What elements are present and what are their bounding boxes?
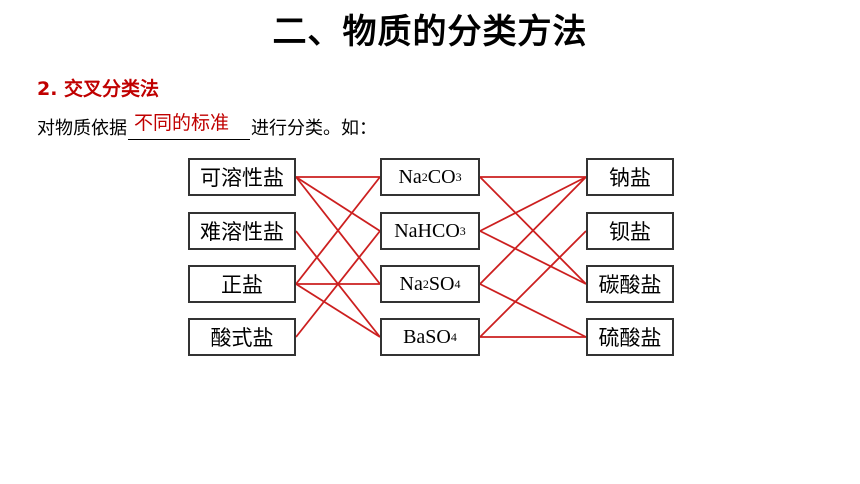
link-middle-2-right-3	[479, 283, 587, 338]
answer-blank: 不同的标准	[128, 112, 250, 140]
sentence-before: 对物质依据	[37, 118, 127, 139]
right-box-sodium-salt: 钠盐	[586, 158, 674, 196]
link-left-2-middle-3	[295, 283, 381, 338]
section-subtitle: 2. 交叉分类法	[37, 78, 160, 100]
left-box-normal-salt: 正盐	[188, 265, 296, 303]
link-middle-2-right-0	[479, 176, 587, 285]
page-title: 二、物质的分类方法	[272, 12, 588, 52]
right-box-barium-salt: 钡盐	[586, 212, 674, 250]
link-left-0-middle-1	[295, 176, 381, 232]
left-box-insoluble-salt: 难溶性盐	[188, 212, 296, 250]
left-box-acid-salt: 酸式盐	[188, 318, 296, 356]
right-box-carbonate: 碳酸盐	[586, 265, 674, 303]
sentence-after: 进行分类。如：	[251, 118, 377, 139]
link-left-2-middle-0	[295, 176, 381, 285]
left-box-soluble-salt: 可溶性盐	[188, 158, 296, 196]
right-box-sulfate: 硫酸盐	[586, 318, 674, 356]
link-middle-1-right-0	[479, 176, 587, 232]
link-left-3-middle-1	[295, 230, 381, 338]
fill-in-sentence: 对物质依据不同的标准进行分类。如：	[37, 112, 377, 140]
answer-text: 不同的标准	[134, 112, 230, 134]
link-middle-3-right-1	[479, 230, 587, 338]
link-middle-1-right-2	[479, 230, 587, 285]
